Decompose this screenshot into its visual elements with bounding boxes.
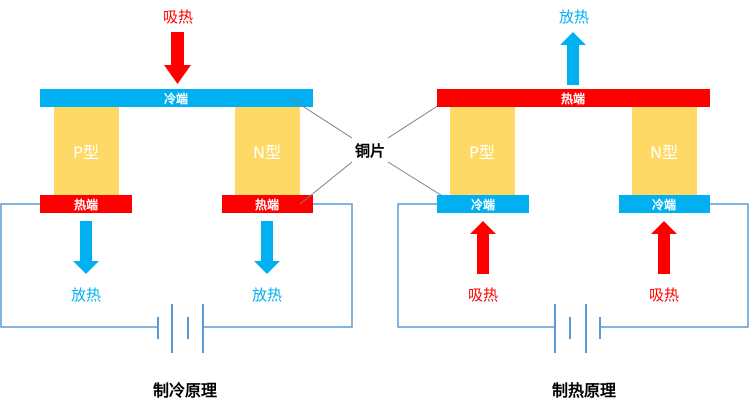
p-type-semiconductor [54, 107, 119, 195]
hot-end-label-top: 热端 [561, 91, 585, 106]
p-type-semiconductor [450, 107, 515, 195]
battery-icon [554, 304, 601, 353]
cold-end-label-right: 冷端 [652, 197, 676, 212]
absorb-heat-label-right: 吸热 [649, 286, 679, 304]
hot-end-plate-right [222, 195, 313, 213]
p-type-label: P型 [469, 143, 495, 162]
circuit-wire-left [397, 203, 555, 328]
leader-line [289, 97, 353, 139]
arrow-up-red-icon [651, 221, 677, 274]
n-type-label: N型 [253, 143, 281, 162]
circuit-wire-right [203, 203, 353, 328]
copper-sheet-label: 铜片 [355, 142, 385, 160]
heating-diagram: 放热 热端 P型 N型 冷端 冷端 吸热 吸热 制热原理 [397, 8, 749, 400]
absorb-heat-label-top: 吸热 [163, 8, 193, 26]
cold-end-label-top: 冷端 [164, 91, 188, 106]
cold-end-label-left: 冷端 [471, 197, 495, 212]
n-type-semiconductor [632, 107, 697, 195]
hot-end-plate-top [437, 89, 710, 107]
arrow-down-red-icon [164, 32, 191, 84]
absorb-heat-label-left: 吸热 [468, 286, 498, 304]
copper-callout: 铜片 [289, 97, 453, 205]
cooling-principle-title: 制冷原理 [153, 381, 217, 400]
arrow-up-red-icon [470, 221, 496, 274]
n-type-label: N型 [650, 143, 678, 162]
heating-principle-title: 制热原理 [552, 381, 616, 400]
release-heat-label-left: 放热 [71, 286, 101, 304]
leader-line [299, 161, 353, 205]
arrow-down-blue-icon [254, 221, 280, 274]
p-type-label: P型 [73, 143, 99, 162]
hot-end-plate-left [40, 195, 132, 213]
circuit-wire-right [600, 203, 749, 328]
battery-icon [157, 304, 204, 353]
cooling-diagram: 吸热 冷端 P型 N型 热端 热端 放热 放热 制冷原理 [0, 8, 353, 400]
n-type-semiconductor [235, 107, 300, 195]
cold-end-plate-left [437, 195, 529, 213]
arrow-down-blue-icon [73, 221, 99, 274]
cold-end-plate-top [40, 89, 313, 107]
arrow-up-blue-icon [560, 32, 586, 85]
release-heat-label-top: 放热 [559, 8, 589, 26]
cold-end-plate-right [619, 195, 710, 213]
hot-end-label-right: 热端 [255, 197, 279, 212]
circuit-wire-left [0, 203, 158, 328]
release-heat-label-right: 放热 [252, 286, 282, 304]
hot-end-label-left: 热端 [74, 197, 98, 212]
